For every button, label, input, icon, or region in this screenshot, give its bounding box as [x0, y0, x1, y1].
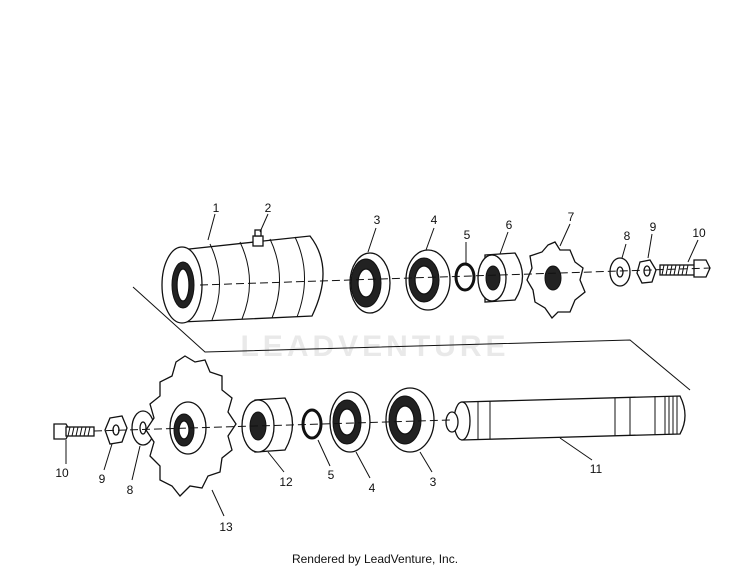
label-9-top: 9 — [650, 220, 657, 234]
label-5-bottom: 5 — [328, 468, 335, 482]
label-8-bottom: 8 — [127, 483, 134, 497]
label-2: 2 — [265, 201, 272, 215]
part-10-bolt-bottom[interactable] — [53, 423, 95, 440]
label-3-bottom: 3 — [430, 475, 437, 489]
part-6-spacer[interactable] — [477, 252, 524, 303]
label-10-bottom: 10 — [55, 466, 69, 480]
label-9-bottom: 9 — [99, 472, 106, 486]
label-6: 6 — [506, 218, 513, 232]
part-3-bearing-top[interactable] — [349, 252, 391, 314]
part-4-bearing-top[interactable] — [405, 249, 451, 311]
leader-lines — [65, 213, 699, 517]
watermark: LEADVENTURE — [240, 330, 509, 363]
part-11-shaft[interactable] — [445, 395, 686, 441]
label-4-bottom: 4 — [369, 481, 376, 495]
label-12: 12 — [279, 475, 293, 489]
label-11: 11 — [590, 462, 603, 476]
label-7: 7 — [568, 210, 575, 224]
label-10-top: 10 — [692, 226, 706, 240]
label-4-top: 4 — [431, 213, 438, 227]
label-1: 1 — [213, 201, 220, 215]
label-8-top: 8 — [624, 229, 631, 243]
label-3-top: 3 — [374, 213, 381, 227]
part-4-bearing-bottom[interactable] — [329, 391, 371, 453]
part-8-washer-bottom[interactable] — [131, 410, 155, 446]
part-3-bearing-bottom[interactable] — [385, 387, 435, 453]
assembly-outline — [132, 286, 691, 391]
part-13-sprocket[interactable] — [145, 355, 237, 497]
footer-credit: Rendered by LeadVenture, Inc. — [291, 552, 459, 566]
label-5-top: 5 — [464, 228, 471, 242]
part-5-oring-top[interactable] — [454, 262, 476, 292]
part-2-fitting[interactable] — [252, 229, 264, 247]
label-13: 13 — [219, 520, 233, 534]
callout-labels: 1 2 3 4 5 6 7 8 9 10 10 9 8 13 12 5 4 3 … — [55, 201, 706, 534]
part-7-sprocket[interactable] — [526, 241, 586, 320]
part-9-lockwasher-top[interactable] — [636, 259, 657, 284]
part-1-housing[interactable] — [161, 235, 324, 324]
part-8-washer-top[interactable] — [609, 257, 631, 287]
part-12-spacer[interactable] — [241, 397, 294, 453]
